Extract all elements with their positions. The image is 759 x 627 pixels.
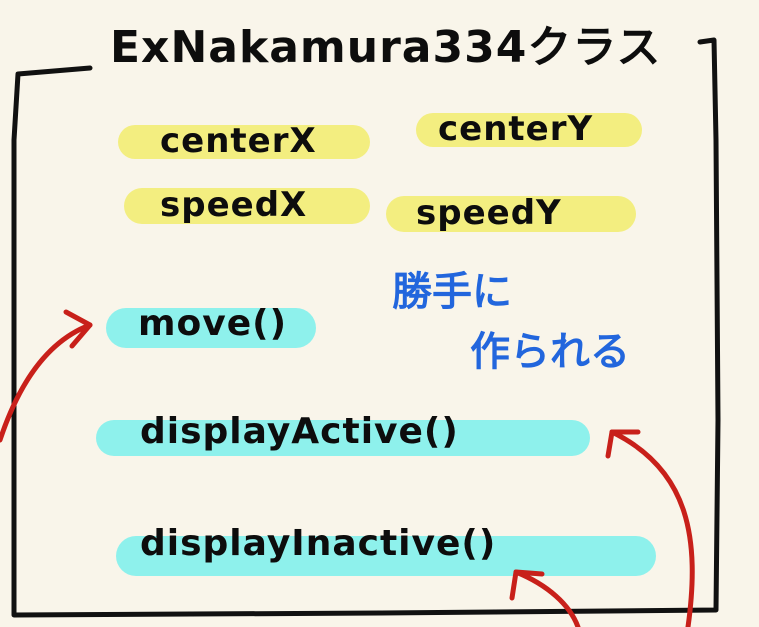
class-title: ExNakamura334クラス (100, 26, 672, 70)
arrow-to-displayactive-head (605, 429, 641, 459)
highlight-displayinactive (116, 536, 656, 576)
arrow-to-move (0, 322, 93, 443)
highlight-displayactive (96, 420, 590, 456)
highlight-move (106, 308, 316, 348)
arrows (0, 309, 695, 627)
arrow-to-displayactive (609, 429, 695, 627)
highlight-centerx (118, 125, 370, 159)
method-move: move() (138, 303, 288, 344)
field-centerx: centerX (160, 121, 317, 161)
note-line-1: 勝手に (392, 269, 512, 315)
method-displayactive: displayActive() (140, 411, 459, 452)
field-speedx: speedX (160, 185, 308, 225)
field-centery: centerY (438, 109, 594, 149)
arrow-to-displayinactive (513, 569, 581, 627)
highlight-centery (416, 113, 642, 147)
class-box-border (11, 37, 721, 618)
highlight-speedx (124, 188, 370, 224)
arrow-to-displayinactive-head (509, 569, 545, 601)
arrow-to-move-head (63, 309, 93, 349)
note-line-2: 作られる (470, 329, 630, 375)
highlight-speedy (386, 196, 636, 232)
method-displayinactive: displayInactive() (140, 523, 497, 564)
field-speedy: speedY (416, 193, 562, 233)
